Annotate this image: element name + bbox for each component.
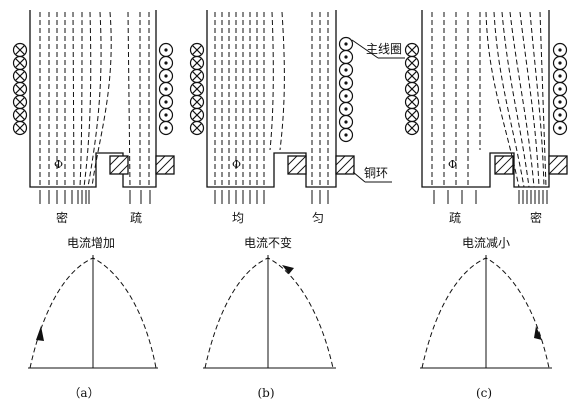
flux-symbol-a: Φ (54, 158, 63, 171)
panel-b: Φ 均 匀 电流不变 (b) (189, 10, 355, 400)
flux-symbol-c: Φ (448, 158, 457, 171)
copper-ring-a-left (109, 155, 129, 175)
main-coil-callout: 主线圈 (351, 39, 405, 59)
copper-ring-b-left (287, 155, 307, 175)
coil-left-a (12, 42, 28, 136)
density-label-b-right: 匀 (312, 211, 324, 225)
copper-ring-callout: 铜环 (352, 165, 392, 183)
curve-arrow-b (282, 265, 294, 274)
core-outline-a (29, 10, 157, 188)
flux-ticks-c (433, 190, 548, 204)
density-label-b-left: 均 (232, 211, 244, 225)
flux-lines-c (431, 11, 547, 188)
density-label-a-left: 密 (56, 210, 68, 225)
caption-b: (b) (257, 386, 274, 400)
coil-right-c (552, 42, 568, 136)
curve-title-b: 电流不变 (244, 235, 292, 250)
copper-ring-a-right (155, 155, 175, 175)
coil-left-c (404, 42, 420, 136)
flux-lines-a (39, 11, 150, 188)
main-coil-label: 主线圈 (366, 42, 402, 56)
coil-right-b (338, 36, 354, 143)
copper-ring-c-left (494, 155, 514, 175)
density-label-c-right: 密 (530, 210, 542, 225)
coil-left-b (189, 42, 205, 136)
caption-a: （a） (68, 386, 99, 400)
caption-c: (c) (476, 386, 492, 400)
copper-ring-b-right (335, 155, 355, 175)
current-curve-a (29, 257, 157, 369)
flux-ticks-a (39, 190, 151, 204)
curve-title-c: 电流减小 (462, 236, 510, 250)
core-outline-b (206, 10, 337, 188)
current-curve-c (421, 257, 550, 369)
flux-ticks-b (214, 190, 329, 204)
curve-arrow-c (534, 326, 542, 340)
copper-ring-label: 铜环 (364, 165, 388, 180)
flux-lines-b (214, 11, 329, 187)
current-curve-b (204, 257, 334, 369)
coil-right-a (158, 42, 174, 136)
panel-a: Φ 密 疏 电流增加 （a） (12, 10, 175, 400)
curve-title-a: 电流增加 (67, 236, 115, 250)
flux-symbol-b: Φ (232, 158, 241, 171)
copper-ring-c-right (548, 155, 568, 175)
panel-c: Φ 疏 密 电流减小 (c) (404, 10, 568, 400)
density-label-a-right: 疏 (130, 210, 142, 225)
core-outline-c (421, 10, 550, 188)
density-label-c-left: 疏 (449, 210, 461, 225)
curve-arrow-a (36, 326, 44, 341)
